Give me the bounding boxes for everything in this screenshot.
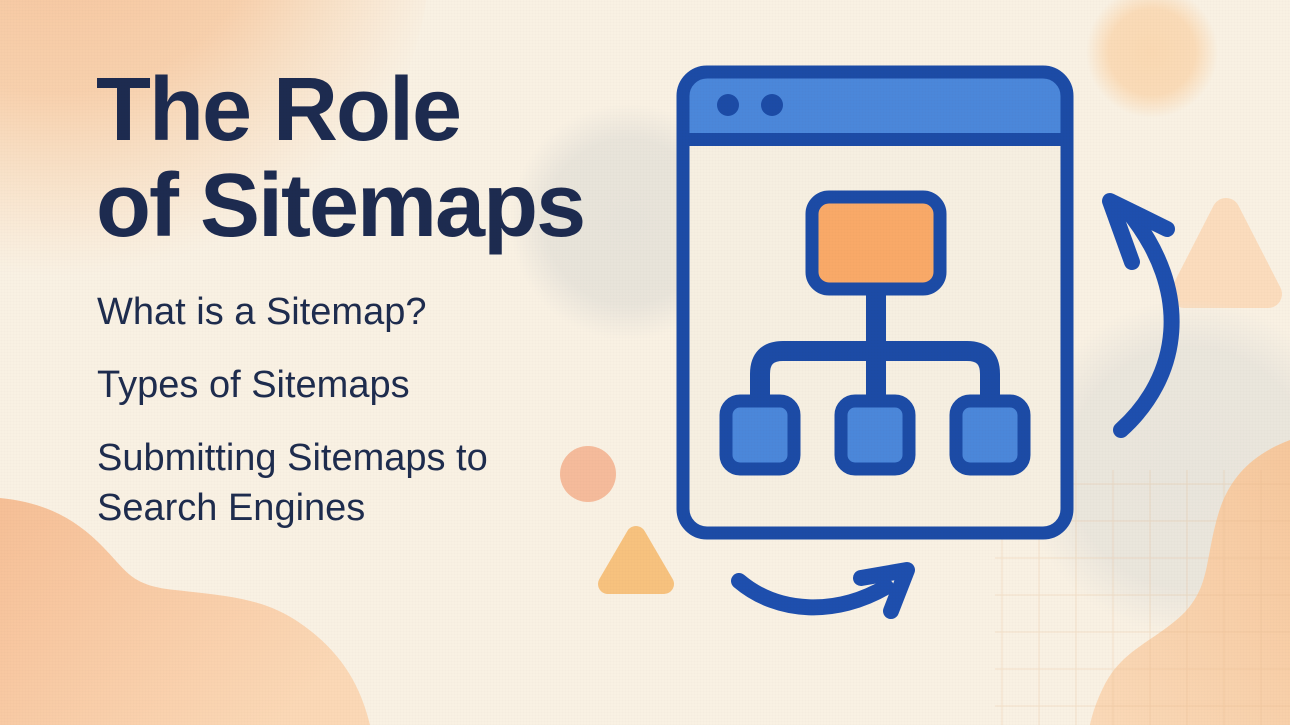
window-titlebar-divider bbox=[683, 133, 1067, 146]
topic-item-submitting-sitemaps: Submitting Sitemaps to Search Engines bbox=[97, 437, 488, 530]
child-node bbox=[949, 394, 1031, 476]
sitemap-diagram bbox=[719, 190, 1031, 476]
page-title-line1: The Role bbox=[96, 60, 462, 160]
page-title: The Role of Sitemaps bbox=[96, 62, 696, 255]
root-node bbox=[805, 190, 947, 296]
window-dot-icon bbox=[717, 94, 739, 116]
cycle-arrow-right-icon bbox=[731, 562, 915, 619]
topic-item-types-of-sitemaps: Types of Sitemaps bbox=[97, 364, 410, 407]
cycle-arrow-up-icon bbox=[1102, 193, 1180, 438]
title-block: The Role of Sitemaps bbox=[96, 62, 696, 255]
child-node bbox=[834, 394, 916, 476]
child-node bbox=[719, 394, 801, 476]
window-dot-icon bbox=[761, 94, 783, 116]
topic-item-what-is-a-sitemap: What is a Sitemap? bbox=[97, 291, 427, 333]
connector-branches bbox=[750, 341, 1000, 400]
window-titlebar bbox=[683, 72, 1067, 133]
topic-list: What is a Sitemap? Types of Sitemaps Sub… bbox=[97, 287, 557, 557]
window-frame bbox=[676, 65, 1074, 540]
page-title-line2: of Sitemaps bbox=[96, 156, 586, 257]
